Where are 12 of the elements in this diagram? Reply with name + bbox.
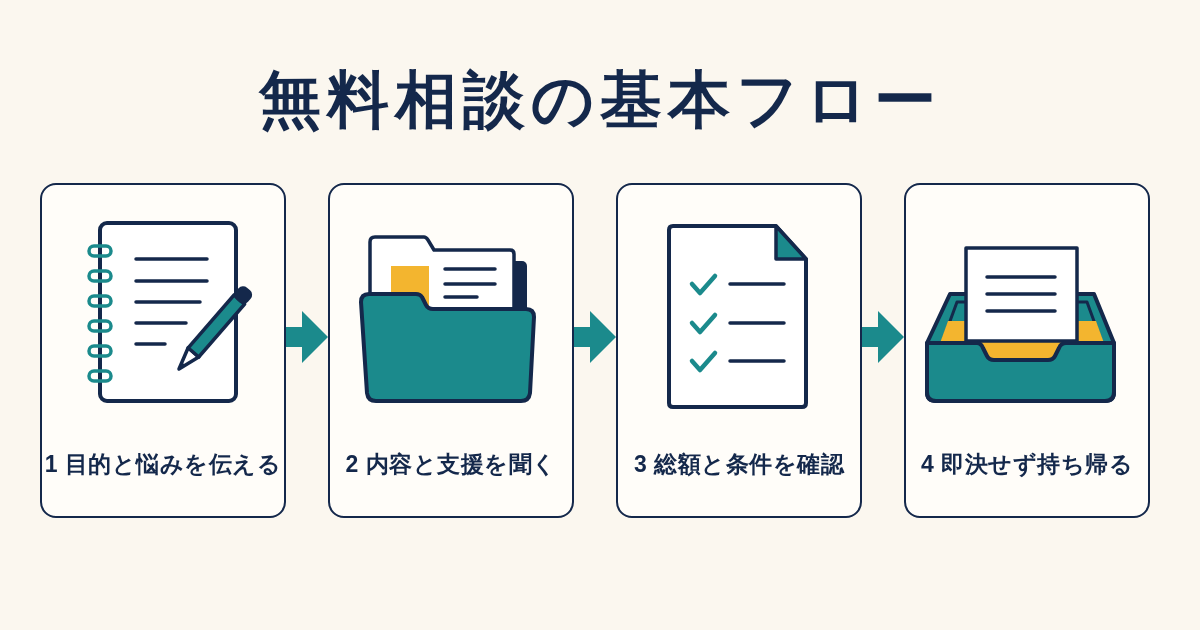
step-label: 2 内容と支援を聞く: [345, 450, 557, 479]
arrow: [286, 311, 328, 363]
title: 無料相談の基本フロー: [258, 64, 942, 136]
step-card: [328, 183, 574, 518]
step-label: 1 目的と悩みを伝える: [44, 450, 282, 479]
arrow: [862, 311, 904, 363]
step-label: 4 即決せず持ち帰る: [920, 450, 1134, 479]
step-card: [904, 183, 1150, 518]
step-label: 3 総額と条件を確認: [633, 450, 845, 479]
step-card: [40, 183, 286, 518]
step-card: [616, 183, 862, 518]
arrow: [574, 311, 616, 363]
